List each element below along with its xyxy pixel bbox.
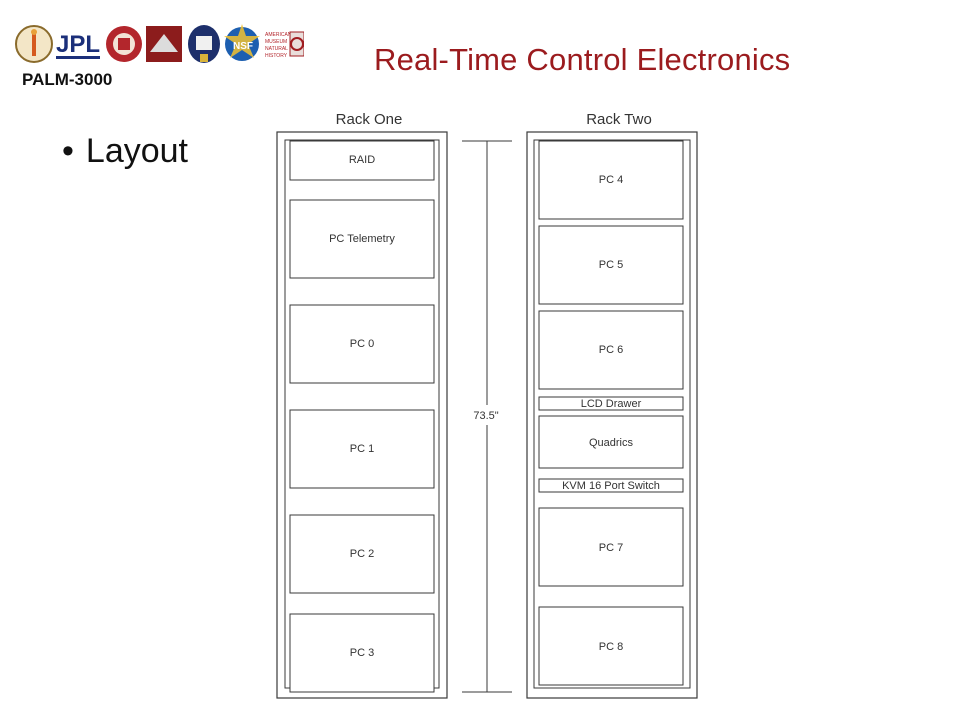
rack-unit: PC 0	[289, 304, 435, 384]
project-label: PALM-3000	[22, 70, 113, 89]
svg-text:HISTORY: HISTORY	[265, 53, 288, 59]
unit-label: PC 5	[599, 259, 623, 271]
rack-unit: KVM 16 Port Switch	[538, 478, 684, 493]
rack-unit: RAID	[289, 140, 435, 181]
rack-one: Rack One RAID PC Telemetry PC 0 PC 1 PC …	[276, 111, 448, 699]
logo-strip: JPL NSF AMERICAN MUSEUM	[14, 22, 305, 66]
unit-box	[538, 415, 684, 469]
red-emblem-logo	[289, 31, 305, 57]
oxford-crest-logo	[188, 25, 220, 63]
rack-unit: PC 4	[538, 140, 684, 220]
caltech-seal-logo	[15, 25, 53, 63]
bullet-text: Layout	[85, 132, 188, 170]
unit-box	[289, 140, 435, 181]
svg-text:JPL: JPL	[56, 31, 100, 58]
unit-box	[289, 613, 435, 693]
unit-label: Quadrics	[589, 437, 634, 449]
unit-box	[538, 140, 684, 220]
rack-unit: PC 2	[289, 514, 435, 594]
unit-label: PC 4	[599, 174, 623, 186]
rack-unit: PC 5	[538, 225, 684, 305]
rack-unit: PC 7	[538, 507, 684, 587]
rack-unit: Quadrics	[538, 415, 684, 469]
bullet-dot: •	[62, 132, 74, 170]
unit-box	[538, 310, 684, 390]
jpl-logo: JPL	[56, 31, 100, 59]
unit-label: RAID	[349, 154, 375, 166]
unit-box	[538, 225, 684, 305]
rack-two-title: Rack Two	[586, 111, 652, 128]
rack-two: Rack Two PC 4 PC 5 PC 6 LCD Drawer Quadr…	[526, 111, 698, 699]
cornell-seal-logo	[106, 26, 142, 62]
rack-two-inner-frame	[533, 139, 691, 689]
unit-label: PC 8	[599, 641, 623, 653]
rack-unit: PC 8	[538, 606, 684, 686]
slide-title: Real-Time Control Electronics	[374, 42, 791, 77]
unit-box	[538, 478, 684, 493]
svg-text:NSF: NSF	[233, 41, 253, 52]
unit-box	[289, 199, 435, 279]
height-label: 73.5"	[473, 410, 498, 422]
unit-label: PC 6	[599, 344, 623, 356]
unit-box	[289, 514, 435, 594]
svg-text:NATURAL: NATURAL	[265, 46, 288, 52]
unit-box	[538, 507, 684, 587]
rack-one-title: Rack One	[336, 111, 403, 128]
unit-label: PC 2	[350, 548, 374, 560]
eagle-crest-logo	[146, 26, 182, 62]
unit-box	[289, 409, 435, 489]
unit-box	[538, 606, 684, 686]
rack-unit: LCD Drawer	[538, 396, 684, 411]
rack-unit: PC 6	[538, 310, 684, 390]
rack-unit: PC Telemetry	[289, 199, 435, 279]
rack-unit: PC 3	[289, 613, 435, 693]
svg-text:MUSEUM: MUSEUM	[265, 39, 287, 45]
unit-label: PC Telemetry	[329, 233, 395, 245]
unit-label: KVM 16 Port Switch	[562, 480, 660, 492]
unit-box	[289, 304, 435, 384]
unit-label: PC 3	[350, 647, 374, 659]
rack-unit: PC 1	[289, 409, 435, 489]
unit-label: PC 0	[350, 338, 374, 350]
nsf-logo: NSF	[224, 24, 260, 61]
svg-text:AMERICAN: AMERICAN	[265, 32, 292, 38]
unit-label: LCD Drawer	[581, 398, 642, 410]
bullet-item: • Layout	[62, 132, 188, 171]
amnh-logo: AMERICAN MUSEUM NATURAL HISTORY	[264, 30, 292, 59]
height-dimension: 73.5"	[462, 140, 512, 693]
unit-label: PC 1	[350, 443, 374, 455]
unit-box	[538, 396, 684, 411]
unit-label: PC 7	[599, 542, 623, 554]
